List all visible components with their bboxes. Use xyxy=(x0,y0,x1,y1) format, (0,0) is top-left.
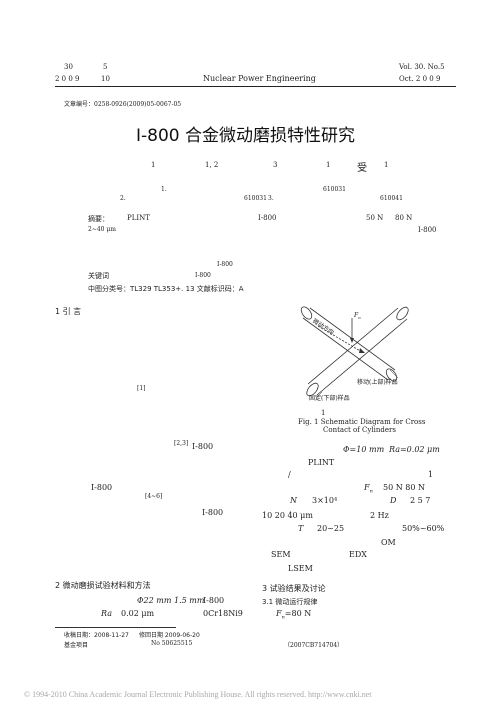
author-mark-1: 1 xyxy=(151,161,156,169)
slash: / xyxy=(288,470,291,479)
section-1-alloy-b: I-800 xyxy=(91,483,113,492)
copyright-watermark: © 1994-2010 China Academic Journal Elect… xyxy=(24,690,372,699)
temperature-symbol: T xyxy=(298,524,304,533)
footnote-fund-label: 基金项目 xyxy=(64,642,89,649)
citation-4-6: [4~6] xyxy=(145,493,163,500)
footnote-rule xyxy=(55,627,176,628)
header-journal-name: Nuclear Power Engineering xyxy=(203,74,316,83)
affiliation-1-num: 1. xyxy=(161,186,167,193)
article-number: 文章编号：0258-0926(2009)05-0067-05 xyxy=(64,101,182,108)
section-3-1-heading: 3.1 微动运行规律 xyxy=(262,598,318,606)
citation-2-3: [2,3] xyxy=(174,440,189,447)
author-mark-5: 1 xyxy=(384,161,389,169)
frequency-value: 2 Hz xyxy=(370,511,389,520)
specimen-diameter: Φ=10 mm xyxy=(343,445,385,454)
displacement-values: 2 5 7 xyxy=(410,496,431,505)
abstract-text-7: I-800 xyxy=(217,261,233,268)
classification-line: 中图分类号：TL329 TL353+. 13 文献标识码：A xyxy=(88,285,244,293)
figure-1-caption-line-1: Fig. 1 Schematic Diagram for Cross xyxy=(298,418,426,426)
affiliation-2-num: 2. xyxy=(120,195,126,202)
header-rule xyxy=(55,86,456,87)
edx: EDX xyxy=(349,550,367,559)
footnote-revised: 修回日期 2009-06-20 xyxy=(139,632,200,639)
header-volume-en: Vol. 30. No.5 xyxy=(399,63,445,71)
affiliation-2-postcode: 610031 xyxy=(244,195,267,202)
specimen-roughness: Ra=0.02 μm xyxy=(389,445,440,454)
abstract-text-6: I-800 xyxy=(418,226,437,234)
author-mark-2: 1, 2 xyxy=(205,161,219,169)
section-1-alloy-a: I-800 xyxy=(192,442,214,451)
humidity-value: 50%~60% xyxy=(402,524,445,533)
keywords-label: 关键词 xyxy=(88,272,109,280)
section-2-alloy: I-800 xyxy=(203,596,225,605)
section-1-alloy-c: I-800 xyxy=(202,508,224,517)
header-month-cn: 10 xyxy=(101,75,110,83)
abstract-text-1: PLINT xyxy=(127,214,150,222)
section-2-ra-symbol: Ra xyxy=(101,609,112,618)
header-number-cn: 5 xyxy=(103,63,108,71)
section-3-load: Fn=80 N xyxy=(276,609,312,621)
keywords-value: I-800 xyxy=(195,272,211,279)
author-mark-4: 1 xyxy=(326,161,331,169)
figure-1-load-label: Fn xyxy=(354,312,361,321)
cycles-symbol: N xyxy=(290,496,297,505)
abstract-label: 摘要： xyxy=(88,215,109,223)
author-mark-3: 3 xyxy=(273,161,278,169)
header-year-cn: 2 0 0 9 xyxy=(55,75,80,83)
temperature-value: 20~25 xyxy=(317,524,345,533)
figure-ref: 1 xyxy=(428,470,434,479)
section-3-heading: 3 试验结果及讨论 xyxy=(262,584,326,593)
normal-load-symbol: Fn xyxy=(364,483,373,495)
section-2-heading: 2 微动磨损试验材料和方法 xyxy=(55,581,151,590)
figure-1-caption-line-2: Contact of Cylinders xyxy=(323,426,396,434)
lsem: LSEM xyxy=(288,564,313,573)
abstract-text-2: I-800 xyxy=(258,214,277,222)
citation-1: [1] xyxy=(137,385,146,392)
figure-1-fixed-label: 固定(下部)样品 xyxy=(309,395,350,402)
author-glyph: 受 xyxy=(357,163,367,174)
paper-title: I-800 合金微动磨损特性研究 xyxy=(136,126,355,146)
optical-microscope: OM xyxy=(381,538,396,547)
abstract-text-5: 2~40 μm xyxy=(88,226,116,233)
abstract-text-3: 50 N xyxy=(366,214,384,222)
cycles-value: 3×10⁴ xyxy=(312,496,338,505)
section-2-dimensions: Φ22 mm 1.5 mm xyxy=(137,596,205,605)
affiliation-1-postcode: 610031 xyxy=(323,186,346,193)
rig-name: PLINT xyxy=(308,458,335,467)
figure-1-schematic xyxy=(300,306,409,399)
affiliation-3-postcode: 610041 xyxy=(380,195,403,202)
header-volume-cn: 30 xyxy=(64,63,73,71)
affiliation-3-num: 3. xyxy=(268,195,274,202)
abstract-text-4: 80 N xyxy=(395,214,413,222)
displacement-symbol: D xyxy=(390,496,397,505)
footnote-fund-number: No 50625515 xyxy=(151,640,193,647)
figure-1-number: 1 xyxy=(321,409,326,417)
sem: SEM xyxy=(271,550,291,559)
normal-load-values: 50 N 80 N xyxy=(383,483,425,492)
section-2-ra-value: 0.02 μm xyxy=(121,609,155,618)
figure-1-moving-label: 移动(上部)样品 xyxy=(357,379,398,386)
section-2-steel: 0Cr18Ni9 xyxy=(203,609,243,618)
header-date-en: Oct. 2 0 0 9 xyxy=(399,75,441,83)
footnote-received: 收稿日期：2008-11-27 xyxy=(64,632,129,639)
amplitude-values: 10 20 40 μm xyxy=(262,511,313,520)
footnote-fund-number-2: （2007CB714704） xyxy=(284,642,344,649)
section-1-heading: 1 引 言 xyxy=(55,307,82,316)
